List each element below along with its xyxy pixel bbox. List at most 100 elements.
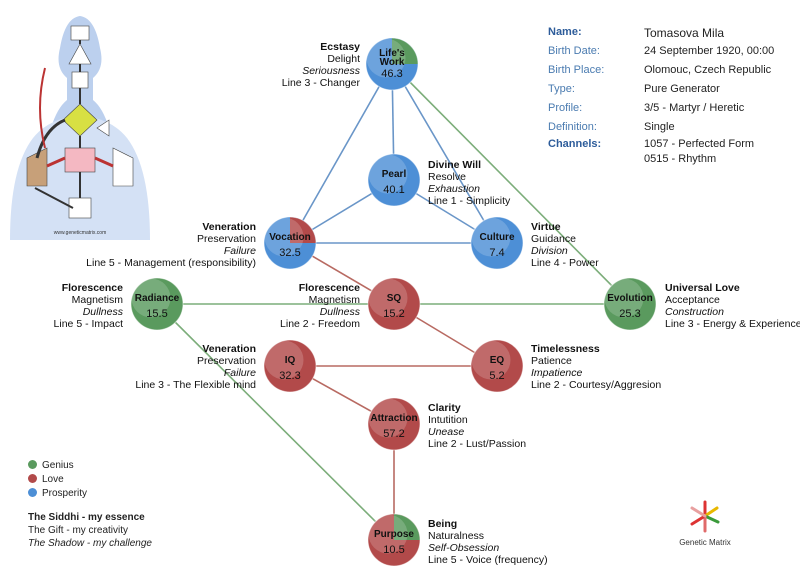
channel-1: 1057 - Perfected Form: [644, 138, 755, 150]
node-radiance-label: Radiance: [135, 293, 180, 304]
prosperity-dot-icon: [28, 488, 37, 497]
node-attraction-value: 57.2: [383, 428, 404, 440]
node-radiance-circle: [131, 278, 183, 330]
birth-date-value: 24 September 1920, 00:00: [644, 45, 775, 57]
annotation-culture-shadow: Division: [531, 245, 568, 257]
logo-text: Genetic Matrix: [679, 538, 731, 547]
sphere-nodes: Life'sWork46.3Pearl40.1Vocation32.5Cultu…: [130, 37, 657, 567]
annotation-attraction-siddhi: Clarity: [428, 402, 461, 414]
annotation-vocation-siddhi: Veneration: [202, 221, 256, 233]
node-eq: EQ5.2: [470, 339, 524, 393]
channels-label: Channels:: [548, 138, 602, 150]
node-sq-label: SQ: [387, 293, 402, 304]
node-radiance: Radiance 15.5: [130, 277, 184, 331]
annotation-pearl-gift: Resolve: [428, 171, 466, 183]
node-evolution-circle: [604, 278, 656, 330]
annotation-iq-line: Line 3 - The Flexible mind: [135, 379, 256, 391]
edge-lifes_work-evolution: [391, 63, 631, 305]
connection-lines: [156, 63, 631, 541]
legend-prosperity: Prosperity: [28, 488, 87, 502]
node-sq: SQ 15.2: [367, 277, 421, 331]
node-eq-circle: [471, 340, 523, 392]
annotation-iq-siddhi: Veneration: [202, 343, 256, 355]
annotation-lifes_work-gift: Delight: [327, 53, 360, 65]
key: The Siddhi - my essence The Gift - my cr…: [28, 512, 152, 551]
annotation-sq-siddhi: Florescence: [299, 282, 360, 294]
annotation-lifes_work-siddhi: Ecstasy: [320, 41, 360, 53]
svg-text:www.geneticmatrix.com: www.geneticmatrix.com: [54, 230, 107, 236]
node-purpose-label: Purpose: [374, 529, 414, 540]
annotation-evolution-gift: Acceptance: [665, 294, 720, 306]
annotation-eq-shadow: Impatience: [531, 367, 583, 379]
node-lifes_work-value: 46.3: [381, 68, 402, 80]
node-pearl-circle: [368, 154, 420, 206]
node-culture-circle: [471, 217, 523, 269]
node-evolution-value: 25.3: [619, 308, 640, 320]
annotation-attraction-line: Line 2 - Lust/Passion: [428, 438, 526, 450]
annotation-purpose-siddhi: Being: [428, 518, 457, 530]
bodygraph-image: www.geneticmatrix.com: [10, 16, 150, 240]
annotation-radiance-siddhi: Florescence: [62, 282, 123, 294]
node-radiance-value: 15.5: [146, 308, 167, 320]
node-eq-label: EQ: [490, 355, 505, 366]
birth-place-label: Birth Place:: [548, 64, 605, 76]
definition-label: Definition:: [548, 121, 597, 133]
type-value: Pure Generator: [644, 83, 720, 95]
node-vocation-wedge: [290, 217, 316, 243]
node-vocation-value: 32.5: [279, 247, 300, 259]
annotation-radiance-shadow: Dullness: [83, 306, 124, 318]
legend: Genius Love Prosperity: [28, 460, 87, 502]
annotation-sq-line: Line 2 - Freedom: [280, 318, 360, 330]
node-sq-circle: [368, 278, 420, 330]
node-culture-value: 7.4: [489, 247, 504, 259]
legend-love: Love: [28, 474, 87, 488]
annotation-iq-gift: Preservation: [197, 355, 256, 367]
annotation-iq-shadow: Failure: [224, 367, 256, 379]
node-attraction-circle: [368, 398, 420, 450]
edge-lifes_work-culture: [391, 63, 498, 244]
definition-value: Single: [644, 121, 675, 133]
node-vocation-label: Vocation: [269, 232, 310, 243]
profile-label: Profile:: [548, 102, 583, 114]
annotation-sq-shadow: Dullness: [320, 306, 361, 318]
birth-place-value: Olomouc, Czech Republic: [644, 64, 772, 76]
profile-value: 3/5 - Martyr / Heretic: [644, 102, 745, 114]
annotation-vocation-gift: Preservation: [197, 233, 256, 245]
node-iq-circle: [264, 340, 316, 392]
annotation-purpose-shadow: Self-Obsession: [428, 542, 499, 554]
annotation-culture-gift: Guidance: [531, 233, 576, 245]
annotation-purpose-gift: Naturalness: [428, 530, 484, 542]
annotation-sq-gift: Magnetism: [309, 294, 361, 306]
annotation-culture-line: Line 4 - Power: [531, 257, 599, 269]
edge-lifes_work-vocation: [289, 63, 393, 244]
annotation-radiance-line: Line 5 - Impact: [54, 318, 124, 330]
svg-text:Work: Work: [380, 57, 405, 68]
node-sq-value: 15.2: [383, 308, 404, 320]
annotation-vocation-shadow: Failure: [224, 245, 256, 257]
node-pearl-label: Pearl: [382, 169, 407, 180]
birth-date-label: Birth Date:: [548, 45, 600, 57]
annotation-eq-siddhi: Timelessness: [531, 343, 600, 355]
annotation-attraction-shadow: Unease: [428, 426, 464, 438]
genetic-matrix-logo: Genetic Matrix: [670, 494, 740, 554]
key-gift: The Gift - my creativity: [28, 525, 129, 536]
name-value: Tomasova Mila: [644, 26, 725, 40]
annotation-pearl-shadow: Exhaustion: [428, 183, 480, 195]
node-pearl-value: 40.1: [383, 184, 404, 196]
annotation-evolution-siddhi: Universal Love: [665, 282, 740, 294]
